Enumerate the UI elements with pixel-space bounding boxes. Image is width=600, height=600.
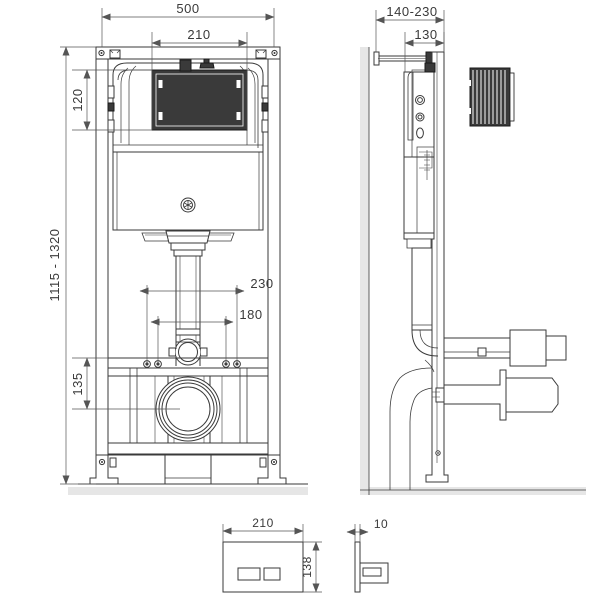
top-fittings xyxy=(179,58,215,72)
dim-label-frame-depth: 130 xyxy=(414,27,437,42)
dimension-plate-width: 210 xyxy=(222,516,304,542)
dim-label-plate-height: 138 xyxy=(300,556,314,578)
dim-label-overall-width: 500 xyxy=(176,1,199,16)
flush-plate-front-view xyxy=(222,541,304,593)
side-inlet-pipe xyxy=(443,329,567,367)
dimension-bolt-spacing-outer: 230 xyxy=(139,276,273,364)
dim-label-waste-centre-height: 135 xyxy=(70,372,85,395)
dimension-waste-centre-height: 135 xyxy=(70,357,180,410)
dimension-plate-opening-width: 210 xyxy=(151,27,248,130)
dimension-bolt-spacing-inner: 180 xyxy=(150,307,262,364)
inspection-opening xyxy=(151,69,248,131)
front-elevation-view xyxy=(78,46,308,485)
dim-label-plate-thickness: 10 xyxy=(374,517,388,531)
side-waste-outlet xyxy=(432,369,559,421)
dimension-plate-opening-height: 120 xyxy=(70,69,152,131)
side-frame-profile xyxy=(425,51,449,483)
side-inspection-aperture xyxy=(466,67,515,127)
side-section-view xyxy=(360,47,586,495)
frame-uprights xyxy=(78,46,308,485)
flush-pipe-assembly xyxy=(165,230,211,366)
cistern-lower-box xyxy=(112,151,264,231)
waste-outlet xyxy=(155,375,221,444)
flush-plate-side-view xyxy=(354,541,389,593)
dim-label-plate-opening-height: 120 xyxy=(70,88,85,111)
dim-label-bolt-spacing-outer: 230 xyxy=(250,276,273,291)
side-flush-pipe xyxy=(411,247,439,357)
dim-label-depth-range: 140-230 xyxy=(386,4,437,19)
dim-label-bolt-spacing-inner: 180 xyxy=(239,307,262,322)
dimension-frame-depth: 130 xyxy=(404,27,445,72)
dimension-lines: 500 210 120 1115 - 1320 230 xyxy=(47,1,445,593)
top-rail-fixings xyxy=(98,49,278,59)
dimension-plate-height: 138 xyxy=(300,541,322,593)
frame-inner-members xyxy=(129,368,248,443)
wall-support-bar xyxy=(373,51,433,66)
dim-label-plate-width: 210 xyxy=(252,516,274,530)
cistern-bottom-ribs xyxy=(141,232,235,242)
dim-label-overall-height: 1115 - 1320 xyxy=(47,229,62,302)
dimension-overall-width: 500 xyxy=(101,1,275,47)
dimension-overall-height: 1115 - 1320 xyxy=(47,46,96,485)
dim-label-plate-opening-width: 210 xyxy=(187,27,210,42)
floor-ground xyxy=(68,47,586,495)
dimension-plate-thickness: 10 xyxy=(346,517,388,542)
foot-brackets xyxy=(98,454,278,485)
side-cistern-body xyxy=(403,62,436,249)
dimension-depth-range: 140-230 xyxy=(375,4,445,52)
wall-line xyxy=(360,47,586,495)
cistern-side-clips xyxy=(107,85,269,133)
side-drain-elbow xyxy=(389,359,435,490)
